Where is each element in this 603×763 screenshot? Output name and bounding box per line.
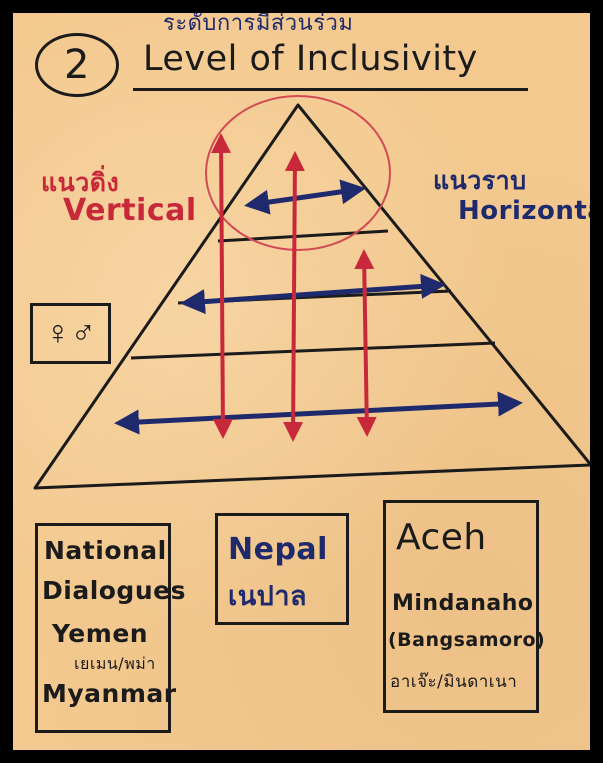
vertical-arrow: [354, 249, 377, 437]
horizontal-arrow: [114, 391, 523, 435]
case-line: Myanmar: [42, 679, 177, 708]
section-number: 2: [35, 33, 119, 97]
case-box-national-dialogues: National Dialogues Yemen เยเมน/พม่า Myan…: [35, 523, 185, 733]
case-line: Nepal: [228, 532, 328, 567]
flipchart-paper: ระดับการมีส่วนร่วม 2 Level of Inclusivit…: [13, 13, 590, 750]
case-line: เนปาล: [228, 581, 308, 612]
pyramid-tier-line: [130, 341, 496, 360]
case-line: อาเจ๊ะ/มินดาเนา: [390, 672, 518, 692]
case-line: Dialogues: [42, 576, 186, 605]
horizontal-arrow: [244, 179, 366, 215]
case-line: National: [44, 536, 167, 565]
case-box-nepal: Nepal เนปาล: [215, 513, 349, 625]
case-line: Mindanaho: [392, 591, 534, 616]
vertical-arrow: [211, 133, 233, 439]
case-line: (Bangsamoro): [388, 629, 546, 651]
gender-icon-box: ♀♂: [30, 303, 111, 364]
pyramid-diagram: [33, 95, 590, 490]
vertical-thai-label: แนวดิ่ง: [41, 168, 120, 197]
page-title: Level of Inclusivity: [143, 39, 478, 79]
horizontal-label: Horizontal: [458, 196, 590, 226]
vertical-label: Vertical: [63, 193, 197, 228]
vertical-arrow: [283, 151, 305, 442]
section-number-text: 2: [64, 42, 90, 88]
case-line: เยเมน/พม่า: [74, 654, 156, 673]
case-line: Aceh: [396, 517, 487, 558]
top-tier-circle: [205, 95, 391, 251]
title-underline: [133, 88, 528, 91]
case-line: Yemen: [52, 619, 149, 648]
thai-header-text: ระดับการมีส่วนร่วม: [163, 13, 354, 36]
horizontal-thai-label: แนวราบ: [433, 166, 527, 195]
case-box-aceh-mindanao: Aceh Mindanaho (Bangsamoro) อาเจ๊ะ/มินดา…: [383, 500, 545, 713]
gender-icon: ♀♂: [45, 314, 96, 352]
